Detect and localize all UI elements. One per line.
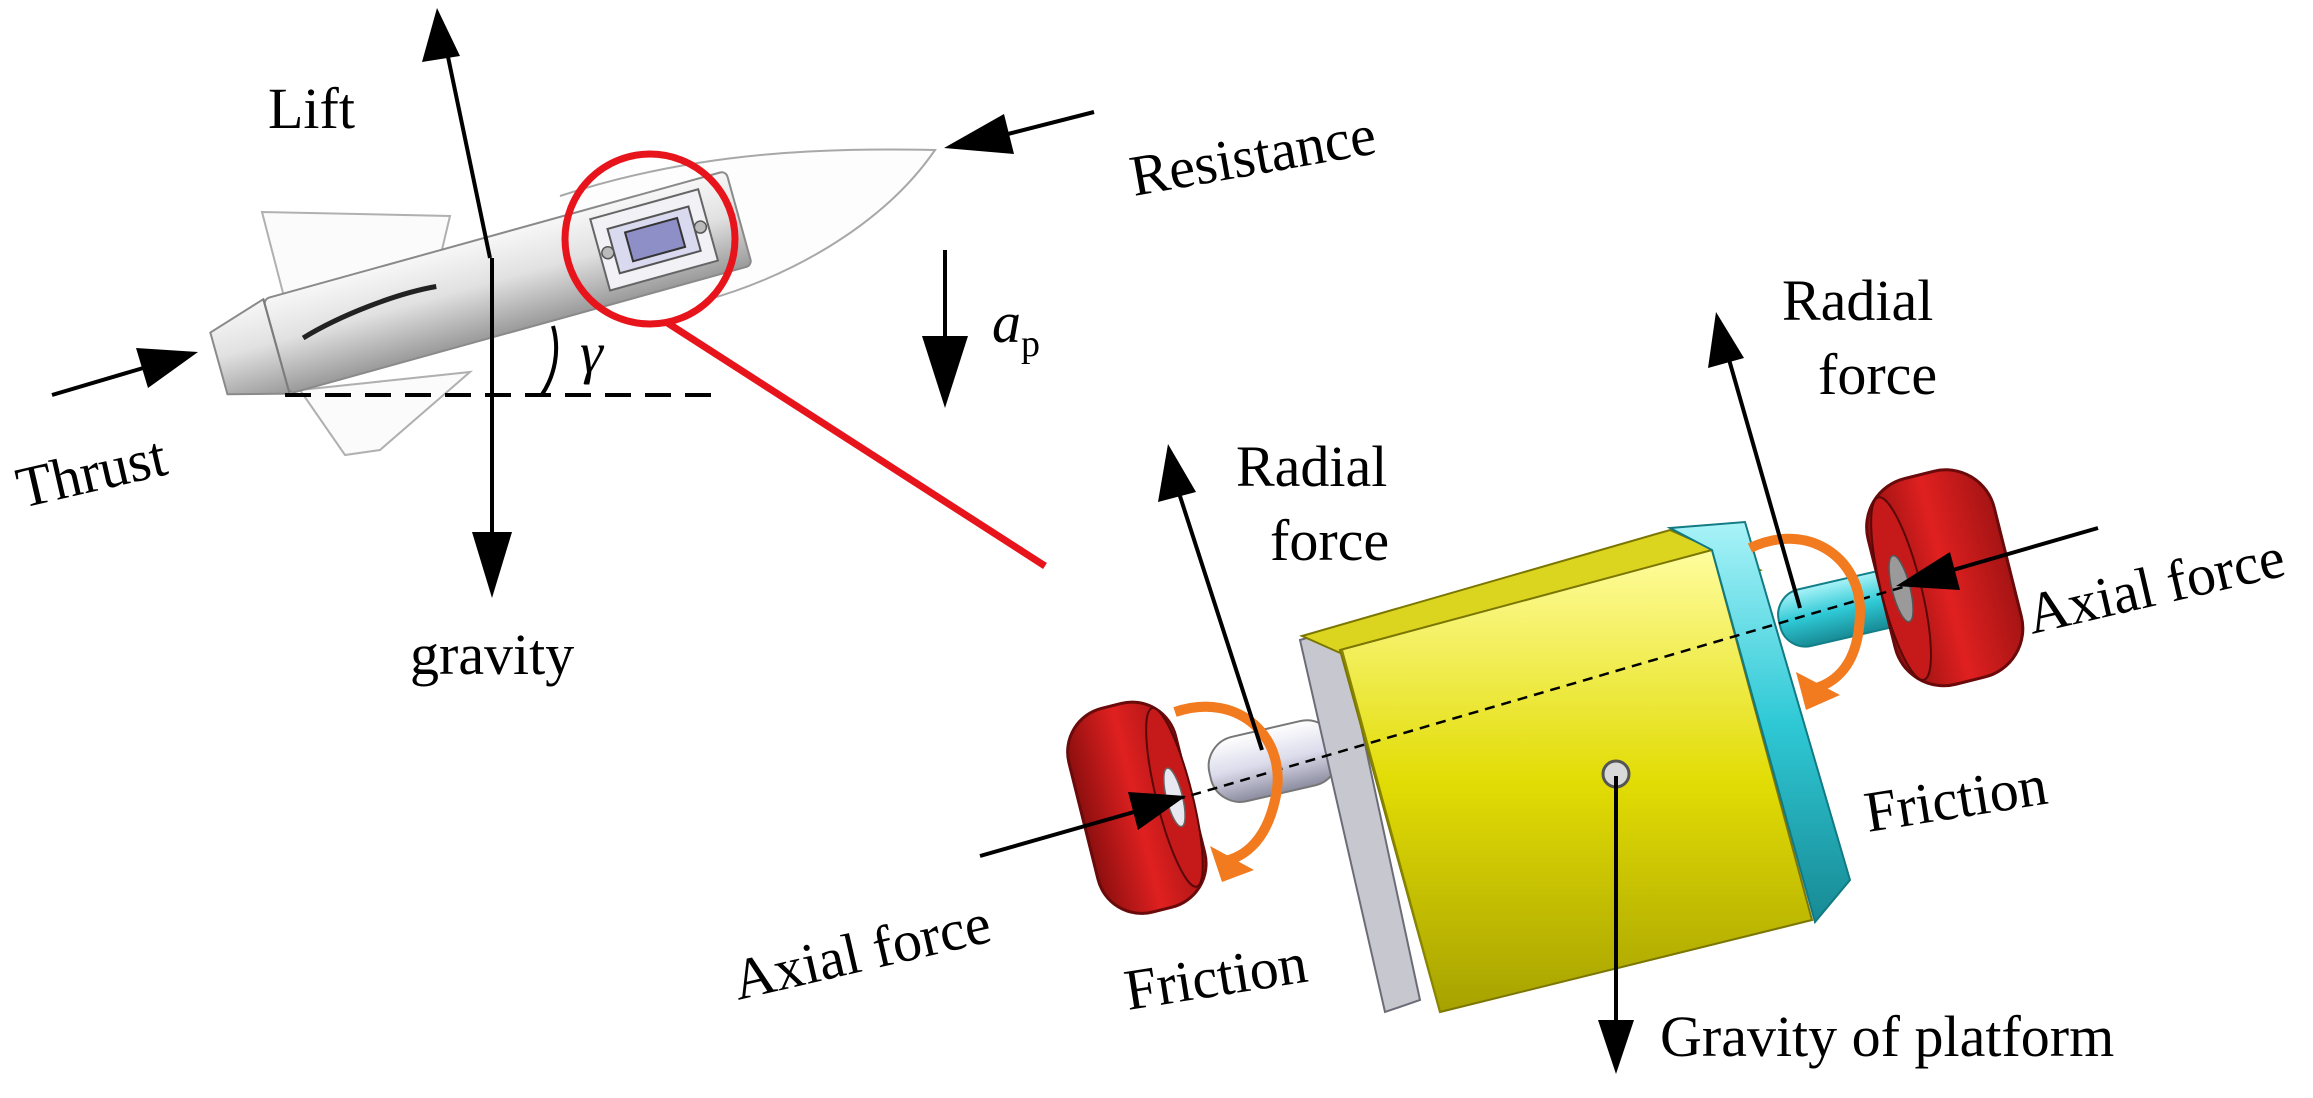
radial-force-right-line1: Radial <box>1782 268 1933 333</box>
resistance-label: Resistance <box>1125 102 1381 209</box>
missile-equipment-bay <box>589 188 720 292</box>
platform-group: Radial force Radial force Axial force Ax… <box>726 268 2291 1074</box>
highlight-circle <box>561 150 739 328</box>
friction-arrowhead-left <box>1210 846 1254 882</box>
missile-group: γ Lift gravity Thrust Resistance ap <box>10 8 1381 687</box>
resistance-arrow <box>999 110 1095 138</box>
lift-label: Lift <box>268 76 355 141</box>
acceleration-symbol: a <box>992 290 1021 355</box>
acceleration-subscript: p <box>1021 323 1040 365</box>
platform-gravity-arrowhead <box>1598 1020 1634 1074</box>
platform-axis-line <box>1174 583 1911 802</box>
platform-housing <box>1298 520 1852 1014</box>
axial-force-arrow-right <box>1945 526 2099 574</box>
radial-force-right-line2: force <box>1818 342 1937 407</box>
housing-right-cap <box>1666 520 1852 925</box>
lift-arrowhead <box>422 8 460 62</box>
radial-force-left-line1: Radial <box>1236 434 1387 499</box>
missile-body-slot <box>301 284 437 341</box>
friction-left-label: Friction <box>1120 930 1312 1023</box>
radial-force-arrowhead-right <box>1708 312 1744 368</box>
gravity-label: gravity <box>410 622 574 687</box>
radial-force-arrow-right <box>1726 355 1802 609</box>
friction-right-label: Friction <box>1860 752 2052 845</box>
axial-force-right-label: Axial force <box>2020 524 2290 646</box>
axial-force-arrow-left <box>979 810 1135 858</box>
radial-force-left-line2: force <box>1270 508 1389 573</box>
thrust-arrow <box>51 364 151 397</box>
friction-arrow-left <box>1173 701 1283 867</box>
gravity-of-platform-label: Gravity of platform <box>1660 1004 2114 1069</box>
resistance-arrowhead <box>944 114 1014 154</box>
thrust-label: Thrust <box>10 423 172 520</box>
radial-force-arrow-left <box>1176 489 1264 751</box>
radial-force-arrowhead-left <box>1158 444 1196 502</box>
axial-force-arrowhead-left <box>1128 792 1186 830</box>
lift-arrow <box>440 27 492 259</box>
axial-force-left-label: Axial force <box>726 890 996 1012</box>
acceleration-label: ap <box>992 290 1040 365</box>
zoom-connector-line <box>664 319 1047 569</box>
gravity-arrowhead <box>472 532 512 598</box>
friction-arrow-right <box>1747 533 1866 695</box>
angle-arc <box>539 325 559 398</box>
thrust-arrowhead <box>136 348 198 388</box>
angle-label: γ <box>580 320 605 385</box>
axial-force-arrowhead-right <box>1896 552 1960 590</box>
friction-arrowhead-right <box>1796 672 1840 710</box>
acceleration-arrowhead <box>922 336 968 408</box>
missile-lower-fin <box>298 370 474 457</box>
